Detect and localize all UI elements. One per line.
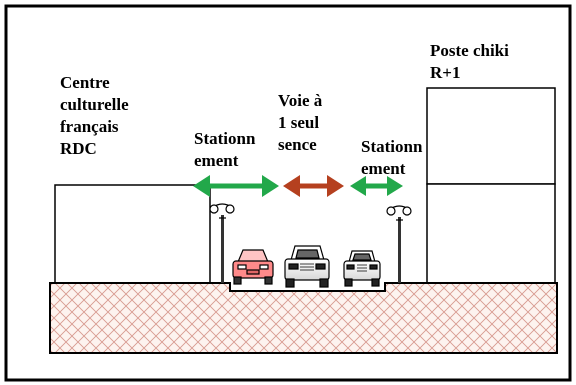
right-building-label: Poste chiki R+1: [430, 41, 509, 82]
right-building-lower: [426, 183, 556, 286]
car-icon: [232, 249, 274, 285]
parking-right-label: Stationn ement: [361, 137, 423, 178]
left-building: [54, 184, 211, 286]
ground-section: [49, 282, 558, 354]
parking-right-arrow: [350, 176, 403, 196]
car-icon: [284, 245, 330, 288]
street-lamp-icon: [386, 205, 412, 283]
car-icon: [343, 250, 381, 287]
street-lamp-icon: [209, 203, 235, 283]
one-way-lane-arrow: [283, 175, 344, 197]
parking-left-label: Stationn ement: [194, 129, 256, 170]
parking-left-arrow: [193, 175, 279, 197]
right-building-upper: [426, 87, 556, 185]
one-way-lane-label: Voie à 1 seul sence: [278, 91, 323, 154]
left-building-label: Centre culturelle français RDC: [60, 73, 129, 158]
